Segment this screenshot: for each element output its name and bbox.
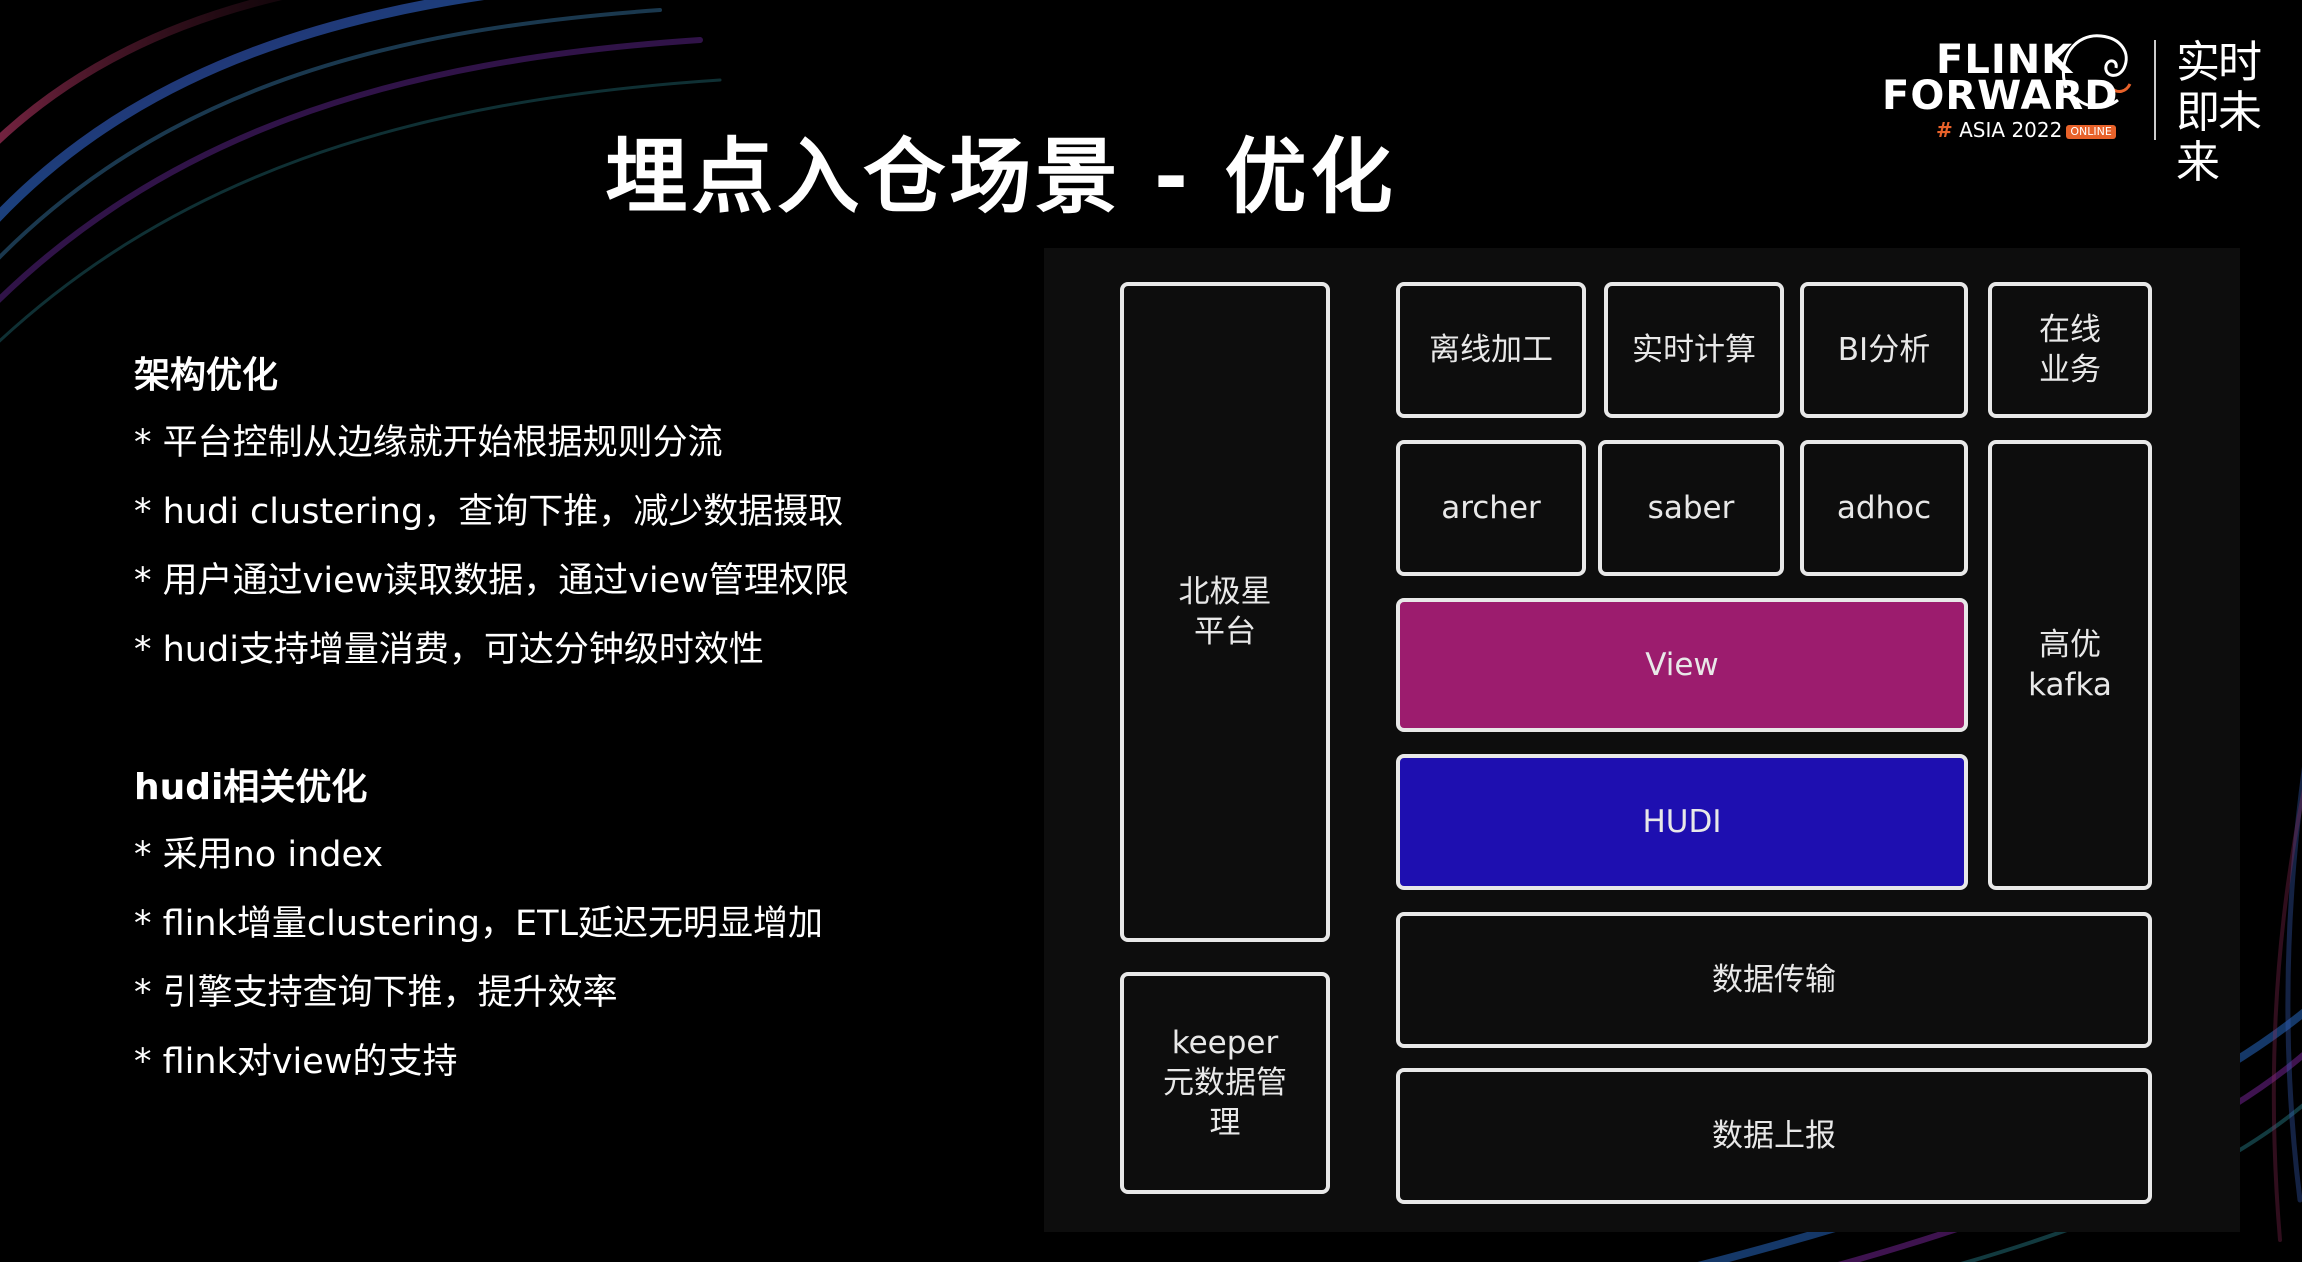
logo-hash: #: [1936, 118, 1953, 142]
offline-processing-box: 离线加工: [1396, 282, 1586, 418]
view-layer-box: View: [1396, 598, 1968, 732]
priority-kafka-box: 高优 kafka: [1988, 440, 2152, 890]
hudi-heading: hudi相关优化: [134, 767, 368, 808]
priority-kafka-label: 高优 kafka: [2028, 627, 2112, 703]
data-report-label: 数据上报: [1712, 1118, 1836, 1154]
hudi-layer-label: HUDI: [1642, 804, 1722, 840]
online-business-label: 在线 业务: [2039, 312, 2101, 388]
archer-box: archer: [1396, 440, 1586, 576]
adhoc-label: adhoc: [1836, 490, 1932, 526]
keeper-metadata-box: keeper 元数据管 理: [1120, 972, 1330, 1194]
architecture-bullet-4: * hudi支持增量消费，可达分钟级时效性: [134, 630, 764, 670]
data-report-box: 数据上报: [1396, 1068, 2152, 1204]
logo-flink-text: FLINK: [1936, 37, 2074, 83]
logo-forward-text: FORWARD: [1882, 73, 2119, 119]
bi-analysis-box: BI分析: [1800, 282, 1968, 418]
polaris-platform-label: 北极星 平台: [1178, 574, 1272, 650]
hudi-bullet-2: * flink增量clustering，ETL延迟无明显增加: [134, 904, 823, 944]
realtime-compute-box: 实时计算: [1604, 282, 1784, 418]
architecture-diagram: 北极星 平台 keeper 元数据管 理 离线加工 实时计算 BI分析 在线 业…: [1044, 248, 2240, 1232]
online-badge: ONLINE: [2066, 124, 2116, 139]
hudi-bullet-3: * 引擎支持查询下推，提升效率: [134, 973, 618, 1013]
logo-event-name: ASIA 2022: [1952, 118, 2063, 142]
online-business-box: 在线 业务: [1988, 282, 2152, 418]
squirrel-icon: [2061, 34, 2132, 108]
architecture-bullet-2: * hudi clustering，查询下推，减少数据摄取: [134, 492, 844, 532]
saber-box: saber: [1598, 440, 1784, 576]
slide-title: 埋点入仓场景 - 优化: [605, 130, 1397, 225]
optimization-notes: 架构优化 * 平台控制从边缘就开始根据规则分流 * hudi clusterin…: [134, 350, 994, 1106]
data-transfer-label: 数据传输: [1712, 962, 1836, 998]
data-transfer-box: 数据传输: [1396, 912, 2152, 1048]
logo-slogan: 实时即未来: [2176, 37, 2262, 188]
view-layer-label: View: [1645, 647, 1719, 683]
architecture-bullet-1: * 平台控制从边缘就开始根据规则分流: [134, 423, 723, 463]
archer-label: archer: [1441, 490, 1541, 526]
polaris-platform-box: 北极星 平台: [1120, 282, 1330, 942]
logo-divider: [2154, 40, 2156, 140]
bi-analysis-label: BI分析: [1837, 332, 1931, 368]
offline-processing-label: 离线加工: [1429, 332, 1553, 368]
realtime-compute-label: 实时计算: [1632, 332, 1756, 368]
hudi-bullet-4: * flink对view的支持: [134, 1042, 458, 1082]
architecture-bullet-3: * 用户通过view读取数据，通过view管理权限: [134, 561, 849, 601]
keeper-metadata-label: keeper 元数据管 理: [1163, 1025, 1287, 1141]
architecture-heading: 架构优化: [134, 355, 279, 396]
hudi-layer-box: HUDI: [1396, 754, 1968, 890]
saber-label: saber: [1647, 490, 1735, 526]
hudi-bullet-1: * 采用no index: [134, 835, 384, 875]
adhoc-box: adhoc: [1800, 440, 1968, 576]
